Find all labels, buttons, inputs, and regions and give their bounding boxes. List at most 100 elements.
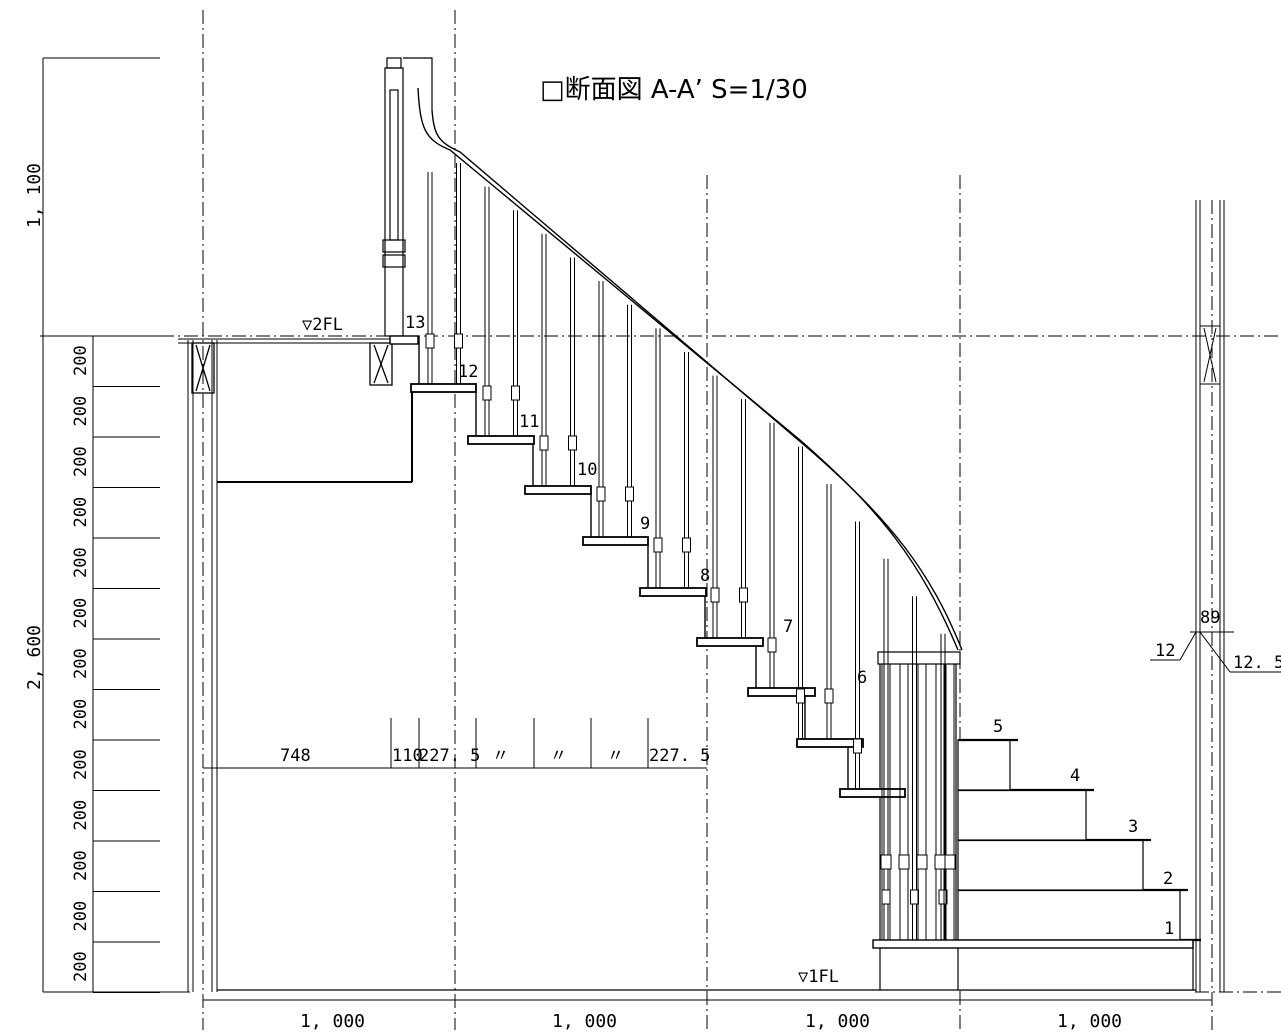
drawing-title: □断面図 A-A’ S=1/30: [540, 75, 808, 105]
stair-tread: [410, 383, 477, 393]
step-number-10: 10: [577, 460, 597, 480]
run-dim-227-5-first: 227. 5: [419, 746, 480, 766]
baluster-collar: [880, 854, 892, 870]
stair-tread: [639, 587, 707, 597]
baluster-collar: [934, 854, 946, 870]
stair-tread: [747, 687, 816, 697]
riser-dim: 200: [71, 648, 91, 679]
bottom-dim-2: 1, 000: [552, 1011, 617, 1032]
stair-tread: [796, 738, 864, 748]
newel-baluster: [917, 663, 927, 941]
step-number-5: 5: [993, 717, 1003, 737]
bottom-dim-1: 1, 000: [300, 1011, 365, 1032]
baluster-collar: [881, 889, 891, 905]
baluster-collar: [767, 637, 777, 653]
baluster-collar: [796, 688, 805, 704]
baluster-collar: [824, 688, 834, 704]
baluster-collar: [482, 385, 492, 401]
label-2fl: ▽2FL: [302, 315, 343, 335]
run-dim-ditto-3: 〃: [607, 746, 624, 766]
riser-dim: 200: [71, 547, 91, 578]
riser-dim: 200: [71, 497, 91, 528]
stair-tread: [524, 485, 592, 495]
riser-dim: 200: [71, 850, 91, 881]
riser-dim: 200: [71, 598, 91, 629]
baluster-collar: [710, 587, 720, 603]
grid-lines: [40, 10, 1281, 1030]
step-number-8: 8: [700, 566, 710, 586]
riser-dim: 200: [71, 800, 91, 831]
baluster-collar: [625, 486, 634, 502]
step-number-6: 6: [857, 668, 867, 688]
run-dim-110: 110: [392, 746, 423, 766]
lower-step-block: [957, 889, 1181, 941]
riser-dim: 200: [71, 749, 91, 780]
baluster-collar: [739, 587, 748, 603]
riser-labels: 200 200 200 200 200 200 200 200 200 200 200 200 200: [71, 345, 91, 982]
baluster-collar: [853, 738, 862, 754]
riser-dim: 200: [71, 446, 91, 477]
stair-tread: [467, 435, 535, 445]
wall-dim-12: 12: [1155, 641, 1175, 661]
lower-step-block: [957, 739, 1011, 791]
step-number-11: 11: [519, 412, 539, 432]
riser-dim: 200: [71, 951, 91, 982]
right-wall: [1150, 200, 1281, 992]
riser-dim: 200: [71, 345, 91, 376]
step-number-2: 2: [1163, 869, 1173, 889]
baluster-collar: [898, 854, 910, 870]
run-dimension-lines: [203, 718, 707, 769]
riser-ticks: [93, 335, 160, 993]
step-number-13: 13: [405, 313, 425, 333]
baluster-collar: [511, 385, 520, 401]
run-dim-227-5-last: 227. 5: [649, 746, 710, 766]
stair-tread: [696, 637, 764, 647]
left-wall: [178, 338, 415, 992]
upper-newel-post: [382, 57, 433, 337]
stair-tread-top: [389, 335, 419, 345]
newel-baluster: [881, 663, 891, 941]
stair-tread: [582, 536, 649, 546]
wall-dim-12-5: 12. 5: [1233, 653, 1281, 673]
bottom-dim-3: 1, 000: [805, 1011, 870, 1032]
newel-baluster: [935, 663, 945, 941]
baluster-collar: [944, 854, 956, 870]
baluster-collar: [682, 537, 691, 553]
step-number-9: 9: [640, 514, 650, 534]
step-number-1: 1: [1164, 919, 1174, 939]
step-number-12: 12: [458, 362, 478, 382]
newel-baluster: [899, 663, 909, 941]
wall-dim-89: 89: [1200, 608, 1220, 628]
baluster-collar: [454, 333, 463, 349]
left-dimension-lines: [42, 57, 190, 993]
baluster-collar: [425, 333, 435, 349]
riser-dim: 200: [71, 901, 91, 932]
riser-dim: 200: [71, 699, 91, 730]
step-number-7: 7: [783, 617, 793, 637]
lower-step-block: [957, 789, 1087, 841]
baluster-collar: [596, 486, 606, 502]
run-dim-ditto-2: 〃: [550, 746, 567, 766]
step-number-3: 3: [1128, 817, 1138, 837]
baluster-collar: [539, 435, 549, 451]
balusters: [425, 163, 956, 941]
riser-dim: 200: [71, 396, 91, 427]
baluster-collar: [938, 889, 948, 905]
baluster-collar: [653, 537, 663, 553]
beam-left: [191, 342, 393, 394]
run-dim-748: 748: [280, 746, 311, 766]
lower-step-block: [957, 839, 1144, 891]
stair-tread: [839, 788, 906, 798]
run-dim-ditto-1: 〃: [492, 746, 509, 766]
dim-2600: 2, 600: [24, 625, 45, 690]
bottom-dim-4: 1, 000: [1057, 1011, 1122, 1032]
baluster-collar: [916, 854, 928, 870]
handrail: [417, 87, 963, 651]
dim-1100: 1, 100: [24, 163, 45, 228]
label-1fl: ▽1FL: [798, 967, 839, 987]
step-number-4: 4: [1070, 766, 1080, 786]
baluster-collar: [568, 435, 577, 451]
baluster-collar: [910, 889, 919, 905]
